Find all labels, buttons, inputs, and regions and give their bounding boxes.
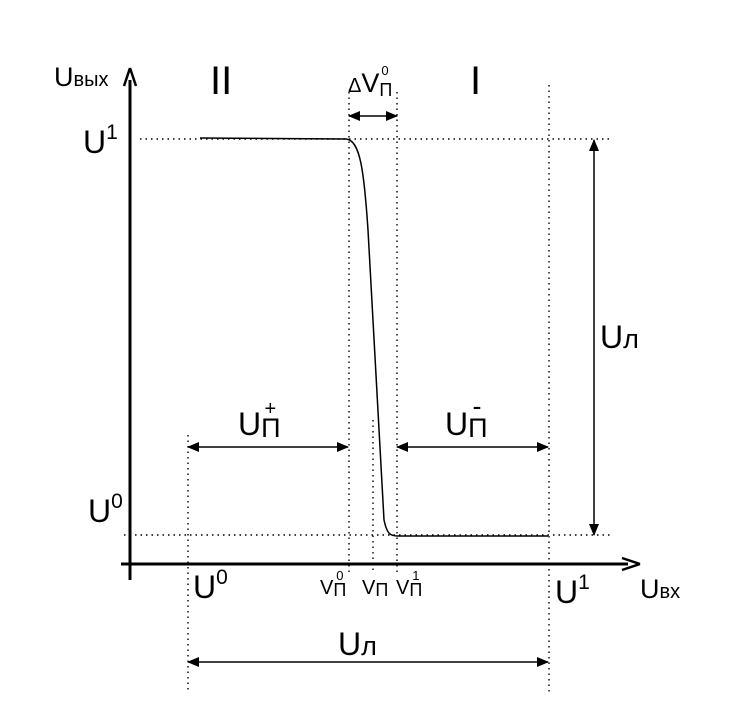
ul-horizontal-label: Uл [338,626,377,662]
delta-vp0-label: ΔVП0 [348,63,392,100]
y-axis-arrowhead [122,67,138,87]
x-tick-u1: U1 [555,571,590,610]
x-tick-vp0: VП0 [320,568,346,600]
x-tick-u0: U0 [193,566,228,605]
transfer-curve [199,137,548,537]
y-axis-label: Uвых [54,62,109,92]
x-tick-vp: VП [362,577,388,600]
level-low-label: U0 [88,490,123,529]
level-high-label: U1 [83,121,118,160]
ul-vertical-label: Uл [600,319,639,355]
region-right-label: I [470,59,481,103]
x-tick-vp1: VП1 [396,568,422,600]
up-minus-label: UП- [445,391,488,443]
x-axis-arrowhead [621,556,641,572]
region-left-label: II [210,59,232,103]
guide-lines [124,85,612,692]
axes [121,67,641,580]
x-axis-label: Uвх [640,574,680,604]
up-plus-label: UП+ [238,398,281,443]
dimension-arrows [187,111,599,667]
